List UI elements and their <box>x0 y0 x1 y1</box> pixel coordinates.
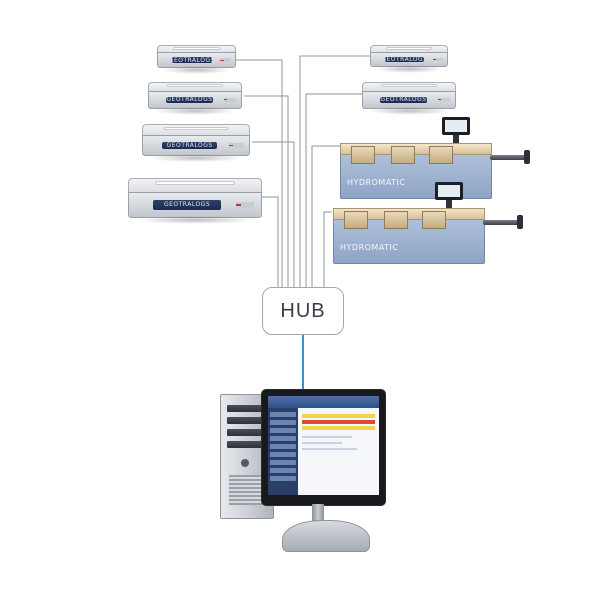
device-right-2: GEOTRALOGS <box>362 82 456 115</box>
monitor-base <box>282 520 370 552</box>
brand-logo-icon <box>228 143 244 148</box>
wire-left-3 <box>252 141 295 288</box>
device-label: GEOTRALOGS <box>152 200 222 210</box>
device-label: GEOTRALOGS <box>384 56 425 63</box>
hub-label: HUB <box>280 299 326 322</box>
device-label: GEOTRALOGS <box>165 96 214 104</box>
brand-logo-icon <box>220 58 232 62</box>
wire-right-2 <box>305 93 362 288</box>
wire-right-3 <box>311 145 340 288</box>
wire-right-4 <box>323 211 332 288</box>
wire-left-1 <box>236 59 283 288</box>
hydromatic-label: HYDROMATIC <box>340 243 399 252</box>
brand-logo-icon <box>437 97 451 102</box>
wire-left-4 <box>262 196 279 288</box>
device-label: GEOTRALOGS <box>162 141 218 150</box>
device-right-1: GEOTRALOGS <box>370 45 448 73</box>
hydromatic-unit-1: HYDROMATIC <box>340 117 530 199</box>
hydromatic-unit-2: HYDROMATIC <box>333 182 523 264</box>
monitor-stand <box>312 504 324 524</box>
touchscreen-icon <box>442 117 470 135</box>
device-left-4: GEOTRALOGS <box>128 178 262 224</box>
device-label: GEOTRALOGS <box>171 57 212 63</box>
wire-left-2 <box>244 95 289 288</box>
brand-logo-icon <box>235 202 255 208</box>
device-left-1: GEOTRALOGS <box>157 45 236 74</box>
monitor-icon <box>262 390 385 505</box>
brand-logo-icon <box>223 97 237 102</box>
wire-right-1 <box>299 55 370 288</box>
touchscreen-icon <box>435 182 463 200</box>
device-left-2: GEOTRALOGS <box>148 82 242 115</box>
device-label: GEOTRALOGS <box>379 96 428 104</box>
brand-logo-icon <box>432 57 444 61</box>
piston-rod-icon <box>490 150 530 164</box>
piston-rod-icon <box>483 215 523 229</box>
hydromatic-label: HYDROMATIC <box>347 178 406 187</box>
device-left-3: GEOTRALOGS <box>142 124 250 162</box>
hub-box: HUB <box>262 287 344 335</box>
monitor-screen <box>268 396 379 495</box>
